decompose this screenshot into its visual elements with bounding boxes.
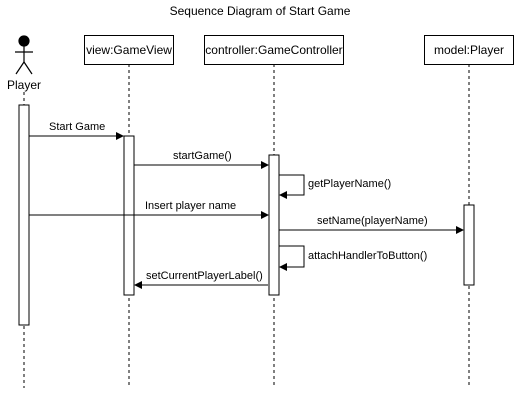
actor-label: Player	[6, 78, 41, 92]
message-label-start-game-call: startGame()	[173, 150, 232, 162]
message-label-set-current-player-label: setCurrentPlayerLabel()	[146, 270, 263, 282]
message-label-start-game: Start Game	[49, 121, 106, 133]
message-label-get-player-name: getPlayerName()	[308, 178, 392, 190]
diagram-title: Sequence Diagram of Start Game	[169, 4, 351, 18]
message-arrow-attach-handler	[279, 245, 305, 271]
activation-player	[18, 104, 30, 326]
message-label-set-name: setName(playerName)	[317, 215, 428, 227]
message-label-attach-handler: attachHandlerToButton()	[308, 250, 428, 262]
message-arrow-get-player-name	[279, 174, 305, 199]
participant-controller: controller:GameController	[204, 35, 344, 65]
actor-icon	[15, 35, 33, 75]
activation-model	[463, 204, 475, 286]
activation-controller	[268, 154, 280, 296]
message-label-insert-player-name: Insert player name	[145, 200, 237, 212]
participant-model: model:Player	[424, 35, 514, 65]
participant-view: view:GameView	[84, 35, 174, 65]
